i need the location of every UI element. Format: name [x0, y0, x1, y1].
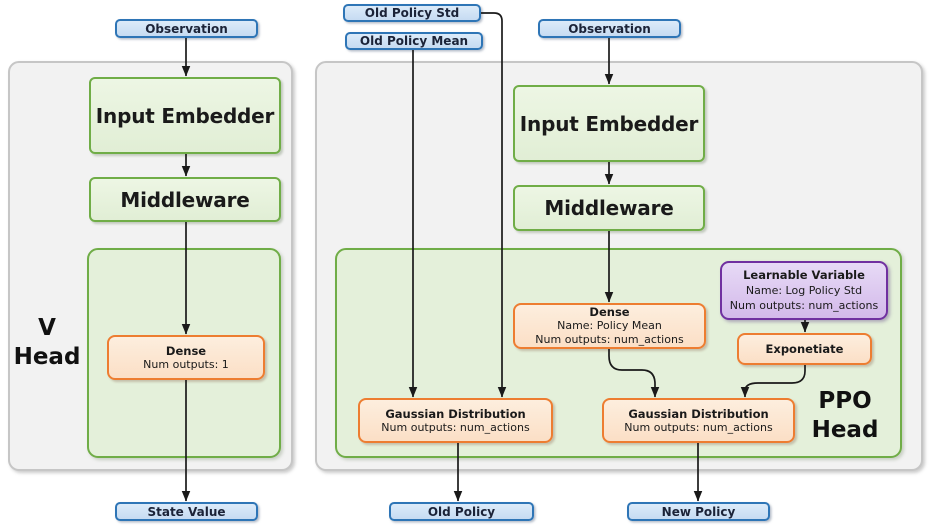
ppo-head-label-line2: Head	[811, 417, 879, 443]
gaussian-new-title: Gaussian Distribution	[628, 406, 769, 421]
old-policy-mean-label: Old Policy Mean	[359, 34, 469, 48]
state-value-label: State Value	[147, 504, 226, 519]
learnable-variable-outputs: Num outputs: num_actions	[729, 299, 879, 312]
ppo-middleware-label: Middleware	[544, 196, 674, 220]
ppo-middleware-node: Middleware	[513, 185, 705, 231]
state-value-node: State Value	[115, 502, 258, 521]
v-input-embedder-label: Input Embedder	[95, 103, 275, 128]
gaussian-old-outputs: Num outputs: num_actions	[381, 420, 530, 434]
learnable-variable-title: Learnable Variable	[743, 268, 865, 282]
v-head-label-line2: Head	[13, 344, 81, 370]
v-observation-node: Observation	[115, 19, 258, 38]
learnable-variable-name: Name: Log Policy Std	[745, 284, 863, 297]
policy-mean-dense-outputs: Num outputs: num_actions	[535, 333, 684, 346]
gaussian-distribution-new-node: Gaussian Distribution Num outputs: num_a…	[602, 398, 795, 443]
new-policy-label: New Policy	[661, 504, 736, 519]
ppo-head-label-line1: PPO	[818, 388, 872, 414]
v-middleware-node: Middleware	[89, 177, 281, 222]
gaussian-old-title: Gaussian Distribution	[385, 406, 526, 421]
old-policy-label: Old Policy	[427, 504, 496, 519]
v-dense-title: Dense	[165, 343, 207, 358]
new-policy-node: New Policy	[627, 502, 770, 521]
exponetiate-node: Exponetiate	[737, 333, 872, 365]
v-dense-node: Dense Num outputs: 1	[107, 335, 265, 380]
v-middleware-label: Middleware	[120, 187, 250, 212]
old-policy-std-node: Old Policy Std	[343, 4, 481, 22]
ppo-observation-label: Observation	[568, 21, 651, 36]
policy-mean-dense-name: Name: Policy Mean	[557, 319, 662, 332]
policy-mean-dense-title: Dense	[589, 305, 630, 319]
gaussian-distribution-old-node: Gaussian Distribution Num outputs: num_a…	[358, 398, 553, 443]
exponetiate-label: Exponetiate	[765, 342, 844, 356]
ppo-input-embedder-label: Input Embedder	[519, 111, 699, 136]
learnable-variable-node: Learnable Variable Name: Log Policy Std …	[720, 261, 888, 320]
ppo-input-embedder-node: Input Embedder	[513, 85, 705, 162]
old-policy-mean-node: Old Policy Mean	[345, 32, 483, 50]
old-policy-std-label: Old Policy Std	[364, 6, 460, 20]
ppo-observation-node: Observation	[538, 19, 681, 38]
policy-mean-dense-node: Dense Name: Policy Mean Num outputs: num…	[513, 303, 706, 349]
old-policy-node: Old Policy	[389, 502, 534, 521]
gaussian-new-outputs: Num outputs: num_actions	[624, 420, 773, 434]
v-observation-label: Observation	[145, 21, 228, 36]
v-dense-outputs: Num outputs: 1	[143, 357, 229, 371]
v-head-label-line1: V	[38, 315, 56, 341]
ppo-head-label: PPO Head	[795, 387, 895, 445]
v-input-embedder-node: Input Embedder	[89, 77, 281, 154]
v-head-label: V Head	[9, 314, 85, 372]
